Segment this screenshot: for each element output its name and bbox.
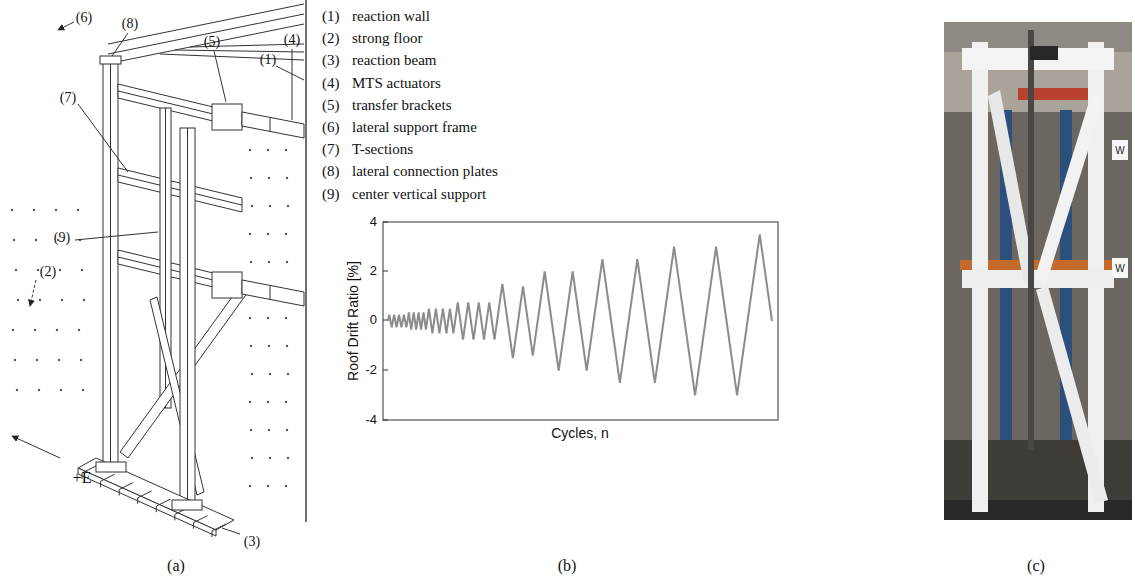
key-text-holder: lateral connection plates <box>352 163 498 180</box>
key-number-holder: (3) <box>322 52 340 69</box>
tick-label: -2 <box>365 362 377 377</box>
callout-number-holder: (6) <box>76 10 92 25</box>
photo-sign: W <box>1115 145 1124 156</box>
callout-number-holder: (1) <box>260 52 276 67</box>
key-text-holder: reaction wall <box>352 8 430 25</box>
callout-number-holder: (9) <box>54 230 70 245</box>
key-number-holder: (9) <box>322 185 340 202</box>
callout-number: (8) <box>122 16 138 31</box>
axis-title: Roof Drift Ratio [%] <box>345 261 361 381</box>
callout-number-holder: +E <box>73 469 92 487</box>
key-text-holder: reaction beam <box>352 52 437 69</box>
key-text-holder: center vertical support <box>352 185 486 202</box>
tick-label: 2 <box>370 263 377 278</box>
key-text: strong floor <box>352 30 422 46</box>
key-text-holder: lateral support frame <box>352 119 477 136</box>
key-number: (1) <box>322 8 340 24</box>
photo-sign: W <box>1115 263 1124 274</box>
callout-number-holder: (3) <box>244 534 260 549</box>
tick-label-holder: 4 <box>370 215 377 229</box>
key-text: lateral support frame <box>352 119 477 135</box>
panel-label: (a) <box>167 557 185 574</box>
isometric-drawing <box>11 0 306 537</box>
photo-sign-holder: W <box>1115 263 1124 274</box>
key-number-holder: (6) <box>322 119 340 136</box>
callout-number-holder: (4) <box>284 32 300 47</box>
key-text-holder: T-sections <box>352 141 413 158</box>
axis-title-holder: Cycles, n <box>551 426 609 441</box>
tick-label-holder: -4 <box>365 413 377 427</box>
tick-label: 0 <box>370 312 377 327</box>
key-number-holder: (2) <box>322 30 340 47</box>
key-number: (9) <box>322 185 340 201</box>
callout-number-holder: (8) <box>122 16 138 31</box>
tick-label: -4 <box>365 412 377 427</box>
callout-number-holder: (5) <box>204 34 220 49</box>
drift-chart-frame <box>383 222 778 420</box>
key-number-holder: (1) <box>322 8 340 25</box>
panel-label-holder: (b) <box>558 557 577 575</box>
tick-label-holder: 0 <box>370 313 377 327</box>
panel-label-holder: (c) <box>1027 557 1045 575</box>
key-number: (7) <box>322 141 340 157</box>
callout-number: (4) <box>284 32 300 47</box>
key-text: transfer brackets <box>352 97 452 113</box>
key-number: (5) <box>322 97 340 113</box>
panel-label-holder: (a) <box>167 557 185 575</box>
callout-number: +E <box>73 469 92 486</box>
axis-title-holder: Roof Drift Ratio [%] <box>346 261 361 381</box>
key-number-holder: (4) <box>322 74 340 91</box>
panel-label: (c) <box>1027 557 1045 574</box>
key-number: (6) <box>322 119 340 135</box>
callout-number: (5) <box>204 34 220 49</box>
key-text: T-sections <box>352 141 413 157</box>
tick-label: 4 <box>370 214 377 229</box>
callout-number: (3) <box>244 534 260 549</box>
callout-number: (2) <box>40 264 56 279</box>
callout-number: (1) <box>260 52 276 67</box>
key-number: (3) <box>322 52 340 68</box>
key-number: (4) <box>322 74 340 90</box>
tick-label-holder: 2 <box>370 264 377 278</box>
drift-history-line <box>388 234 772 395</box>
key-text-holder: MTS actuators <box>352 74 441 91</box>
callout-number-holder: (2) <box>40 264 56 279</box>
photo-sign-holder: W <box>1115 145 1124 156</box>
callout-number: (6) <box>76 10 92 25</box>
key-text: reaction wall <box>352 8 430 24</box>
key-number-holder: (5) <box>322 97 340 114</box>
key-number: (8) <box>322 163 340 179</box>
callout-number: (7) <box>60 90 76 105</box>
axis-title: Cycles, n <box>551 425 609 441</box>
key-number-holder: (8) <box>322 163 340 180</box>
tick-label-holder: -2 <box>365 363 377 377</box>
callout-number: (9) <box>54 230 70 245</box>
key-text-holder: strong floor <box>352 30 422 47</box>
key-number-holder: (7) <box>322 141 340 158</box>
key-text: reaction beam <box>352 52 437 68</box>
test-photo <box>944 22 1132 520</box>
key-number: (2) <box>322 30 340 46</box>
key-text: lateral connection plates <box>352 163 498 179</box>
callout-number-holder: (7) <box>60 90 76 105</box>
key-text: center vertical support <box>352 185 486 201</box>
panel-label: (b) <box>558 557 577 574</box>
key-text: MTS actuators <box>352 74 441 90</box>
key-text-holder: transfer brackets <box>352 97 452 114</box>
